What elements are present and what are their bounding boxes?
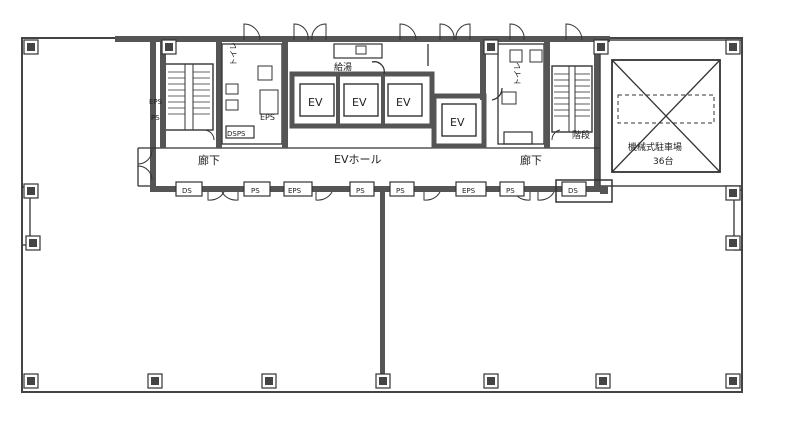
restroom-left-label: トイレ	[229, 42, 238, 66]
shaft-label-ds-1: DS	[182, 187, 192, 195]
ev-label-1: EV	[308, 96, 323, 109]
shaft-label-ps-4: PS	[506, 187, 515, 195]
kyutou-label: 給湯	[334, 61, 352, 73]
stairs-label: 階段	[572, 129, 590, 141]
shaft-row	[175, 181, 587, 197]
ps-left-label: PS	[151, 114, 160, 122]
eps-left-label: EPS	[149, 98, 163, 106]
doors	[137, 23, 583, 201]
kitchenette	[333, 40, 486, 100]
shaft-label-eps-1: EPS	[288, 187, 302, 195]
parking-title-label: 機械式駐車場	[628, 141, 682, 153]
ev-label-3: EV	[396, 96, 411, 109]
shaft-label-ps-3: PS	[396, 187, 405, 195]
dsps-label: DSPS	[227, 130, 246, 138]
ev-label-2: EV	[352, 96, 367, 109]
shaft-label-eps-2: EPS	[462, 187, 476, 195]
columns	[23, 39, 741, 389]
shaft-label-ps-1: PS	[251, 187, 260, 195]
restroom-right-label: トイレ	[513, 62, 522, 86]
eps-mid-label: EPS	[260, 113, 275, 122]
shaft-label-ds-2: DS	[568, 187, 578, 195]
labels: EPS PS 廊下 EVホール 廊下 トイレ トイレ EPS DSPS 給湯 階…	[149, 42, 682, 195]
elevator-bank	[289, 71, 487, 149]
parking-count-label: 36台	[653, 155, 673, 167]
restroom-right	[491, 40, 550, 148]
ev-label-4: EV	[450, 116, 465, 129]
ev-hall-label: EVホール	[334, 153, 381, 166]
restroom-left	[221, 40, 288, 148]
stairs-right	[551, 65, 593, 133]
partition-wall	[380, 192, 385, 375]
shaft-label-ps-2: PS	[356, 187, 365, 195]
corridor-left-label: 廊下	[198, 153, 220, 167]
stairs-left	[160, 40, 222, 148]
corridor-right-label: 廊下	[520, 153, 542, 167]
parking-area	[555, 39, 743, 203]
